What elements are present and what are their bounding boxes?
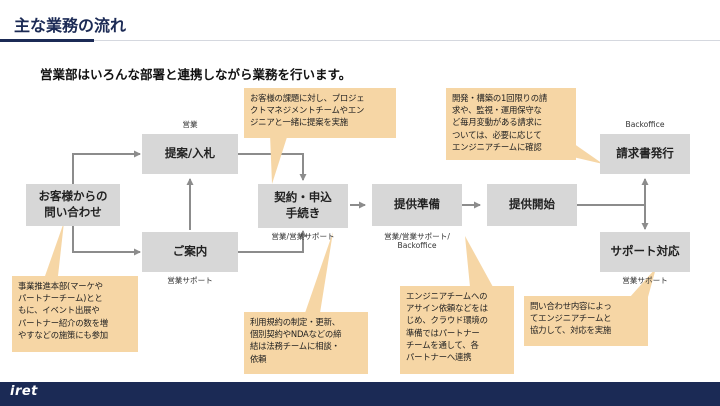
node-support: サポート対応 xyxy=(600,232,690,272)
note-proposal: お客様の課題に対し、プロジェ クトマネジメントチームやエン ジニアと一緒に提案を… xyxy=(244,88,396,138)
node-invoice: 請求書発行 xyxy=(600,134,690,174)
slide-title: 主な業務の流れ xyxy=(14,16,127,35)
callout-pointer-inquiry xyxy=(45,222,64,276)
callout-pointer-contract xyxy=(305,232,333,313)
label-invoice-role: Backoffice xyxy=(625,120,665,129)
arrow-inquiry-to-proposal xyxy=(72,150,141,184)
node-guide: ご案内 xyxy=(142,232,238,272)
callout-pointer-proposal xyxy=(270,134,288,184)
label-contract-role: 営業/営業サポート xyxy=(271,232,335,241)
label-proposal-role: 営業 xyxy=(182,120,198,129)
label-guide-role: 営業サポート xyxy=(167,276,213,285)
slide-subtitle: 営業部はいろんな部署と連携しながら業務を行います。 xyxy=(40,67,352,82)
node-proposal: 提案/入札 xyxy=(142,134,238,174)
note-inquiry: 事業推進本部(マーケや パートナーチーム)とと もに、イベント出展や パートナー… xyxy=(12,276,138,352)
note-prep: エンジニアチームへの アサイン依頼などをは じめ、クラウド環境の 準備ではパート… xyxy=(400,286,514,374)
node-contract-text: 契約・申込 手続き xyxy=(274,190,332,220)
title-rule-accent xyxy=(0,39,94,42)
node-invoice-text: 請求書発行 xyxy=(616,146,674,161)
footer-bar xyxy=(0,382,720,406)
callout-pointer-prep xyxy=(465,236,493,287)
node-start-text: 提供開始 xyxy=(509,197,555,212)
note-contract: 利用規約の制定・更新、 個別契約やNDAなどの締 結は法務チームに相談・ 依頼 xyxy=(244,312,368,374)
callout-pointer-support xyxy=(630,268,656,297)
node-contract: 契約・申込 手続き xyxy=(258,184,348,228)
arrow-proposal-to-contract xyxy=(238,153,307,181)
label-support-role: 営業サポート xyxy=(622,276,668,285)
note-support: 問い合わせ内容によっ てエンジニアチームと 協力して、対応を実施 xyxy=(524,296,648,346)
node-inquiry: お客様からの 問い合わせ xyxy=(26,184,120,226)
node-prep-text: 提供準備 xyxy=(394,197,440,212)
arrow-inquiry-to-guide xyxy=(72,226,141,256)
node-inquiry-text: お客様からの 問い合わせ xyxy=(38,189,108,219)
node-proposal-text: 提案/入札 xyxy=(164,146,216,161)
note-billing: 開発・構築の1回限りの請 求や、監視・運用保守な ど毎月変動がある請求に ついて… xyxy=(446,88,576,160)
node-guide-text: ご案内 xyxy=(172,244,208,259)
node-start: 提供開始 xyxy=(487,184,577,226)
node-support-text: サポート対応 xyxy=(610,244,680,259)
node-prep: 提供準備 xyxy=(372,184,462,226)
label-prep-role: 営業/営業サポート/ Backoffice xyxy=(384,232,450,251)
title-rule xyxy=(0,40,720,41)
iret-logo: iret xyxy=(10,384,38,399)
arrow-guide-to-contract xyxy=(238,230,307,253)
